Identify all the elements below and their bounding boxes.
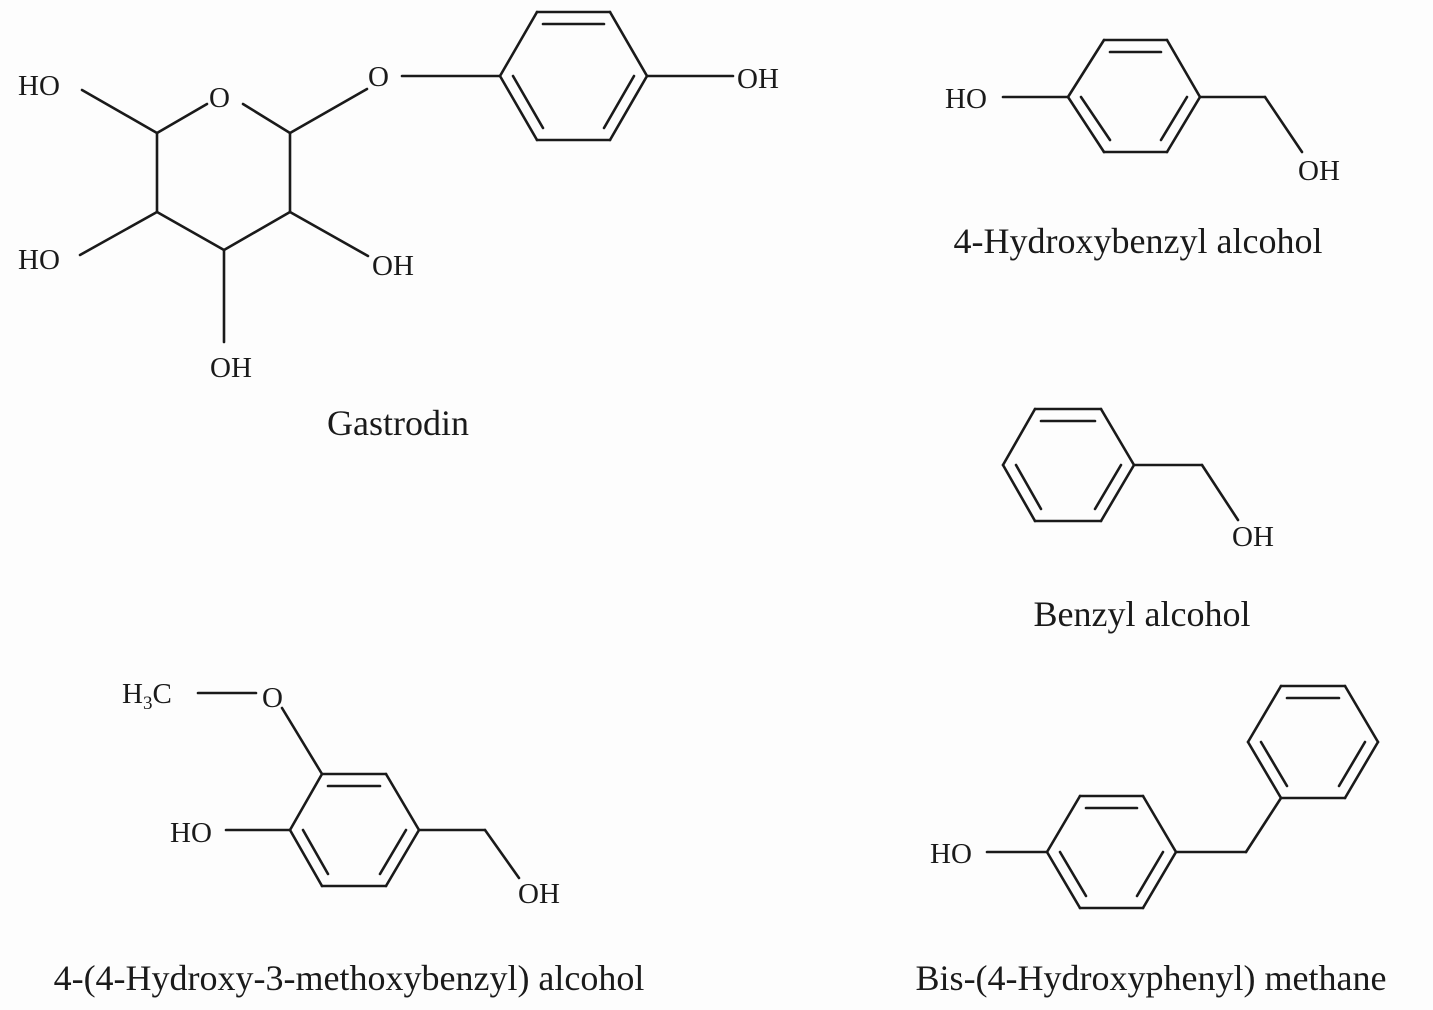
bond bbox=[511, 74, 545, 130]
bond bbox=[241, 102, 292, 135]
bond bbox=[1141, 794, 1178, 854]
atom-label: O bbox=[368, 61, 389, 93]
bond bbox=[1058, 850, 1088, 898]
atom-label: HO bbox=[18, 244, 60, 276]
bond bbox=[155, 210, 226, 252]
bond bbox=[1159, 95, 1189, 142]
atom-label: H3C bbox=[122, 678, 172, 714]
atom-label: OH bbox=[210, 352, 252, 384]
atom-label: HO bbox=[18, 70, 60, 102]
bond bbox=[1244, 796, 1283, 854]
bond bbox=[1259, 740, 1289, 788]
hydrogen-label: H bbox=[122, 678, 143, 710]
bis-hydroxyphenyl-methane-structure: HO Bis-(4-Hydroxyphenyl) methane bbox=[916, 684, 1387, 998]
bond bbox=[498, 10, 539, 78]
bond bbox=[1001, 407, 1037, 467]
bond bbox=[280, 706, 324, 776]
bond bbox=[1066, 38, 1106, 99]
bond bbox=[1200, 463, 1240, 522]
atom-label: OH bbox=[518, 878, 560, 910]
bond bbox=[1066, 95, 1106, 154]
atom-label: OH bbox=[737, 63, 779, 95]
compound-name: Benzyl alcohol bbox=[1034, 594, 1251, 634]
bond bbox=[1079, 95, 1112, 142]
bond bbox=[1099, 407, 1136, 467]
bond bbox=[222, 210, 292, 252]
bond bbox=[602, 74, 636, 130]
atom-label: OH bbox=[1232, 521, 1274, 553]
bond bbox=[1135, 850, 1165, 898]
bond bbox=[288, 772, 324, 832]
benzyl-alcohol-structure: OH Benzyl alcohol bbox=[1001, 407, 1274, 634]
bond bbox=[1045, 794, 1082, 854]
bond bbox=[1343, 740, 1380, 800]
bond bbox=[1001, 463, 1037, 523]
bond bbox=[608, 10, 649, 78]
bond bbox=[498, 74, 539, 142]
atom-label: O bbox=[262, 682, 283, 714]
bond bbox=[1045, 850, 1082, 910]
atom-label: O bbox=[209, 82, 230, 114]
compound-name: 4-Hydroxybenzyl alcohol bbox=[954, 221, 1323, 261]
hydroxybenzyl-alcohol-structure: HO OH 4-Hydroxybenzyl alcohol bbox=[945, 38, 1340, 261]
atom-label: HO bbox=[930, 838, 972, 870]
atom-label: OH bbox=[372, 250, 414, 282]
bond bbox=[1141, 850, 1178, 910]
bond bbox=[1263, 95, 1304, 154]
compound-name: Bis-(4-Hydroxyphenyl) methane bbox=[916, 958, 1387, 998]
bond bbox=[608, 74, 649, 142]
bond bbox=[288, 210, 370, 258]
atom-label: OH bbox=[1298, 155, 1340, 187]
bond bbox=[1337, 740, 1367, 788]
bond bbox=[483, 828, 521, 880]
bond bbox=[78, 210, 159, 257]
atom-label: HO bbox=[170, 817, 212, 849]
subscript-label: 3 bbox=[143, 693, 153, 714]
compound-name: Gastrodin bbox=[327, 403, 469, 443]
bond bbox=[80, 88, 159, 135]
bond bbox=[378, 828, 408, 876]
bond bbox=[155, 102, 209, 135]
bond bbox=[1165, 38, 1202, 99]
carbon-label: C bbox=[152, 678, 171, 710]
atom-label: HO bbox=[945, 83, 987, 115]
bond bbox=[1099, 463, 1136, 523]
bond bbox=[1246, 740, 1283, 800]
bond bbox=[384, 772, 421, 832]
bond bbox=[1343, 684, 1380, 744]
bond bbox=[1165, 95, 1202, 154]
bond bbox=[288, 828, 324, 888]
gastrodin-structure: HO O O OH HO OH OH Gastrodin bbox=[18, 10, 779, 443]
bond bbox=[301, 828, 330, 876]
compound-name: 4-(4-Hydroxy-3-methoxybenzyl) alcohol bbox=[54, 958, 645, 998]
hydroxy-methoxybenzyl-alcohol-structure: H3C O HO OH 4-(4-Hydroxy-3-methoxybenzyl… bbox=[54, 678, 645, 998]
bond bbox=[1246, 684, 1283, 744]
bond bbox=[1093, 463, 1123, 511]
bond bbox=[384, 828, 421, 888]
bond bbox=[1014, 463, 1043, 511]
bond bbox=[288, 87, 369, 135]
